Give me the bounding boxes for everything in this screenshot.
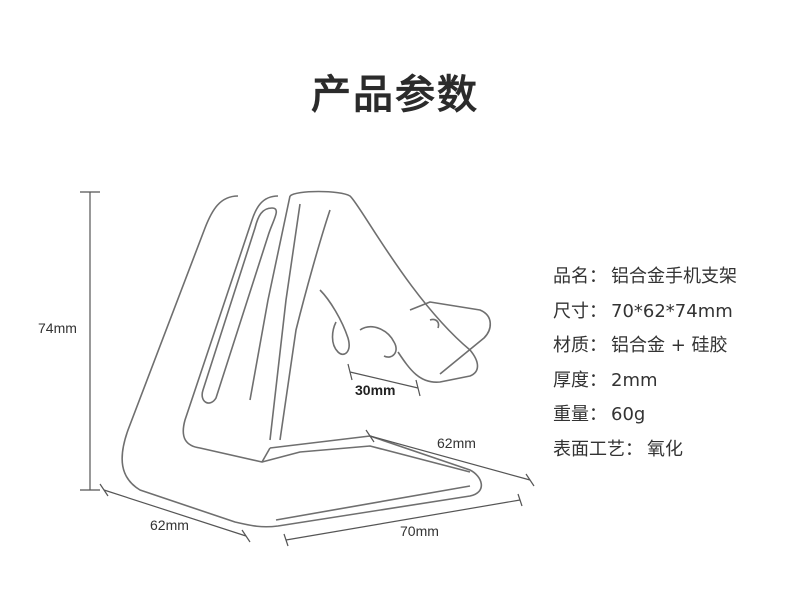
width-dimension-label: 70mm: [400, 523, 439, 539]
dimension-lines: [80, 191, 535, 547]
page-title: 产品参数: [311, 72, 479, 118]
spec-value: 60g: [611, 404, 646, 425]
spec-label: 厚度：: [553, 369, 607, 391]
spec-row-thickness: 厚度：2mm: [553, 366, 737, 401]
spec-row-material: 材质：铝合金 + 硅胶: [553, 331, 737, 366]
height-dimension-label: 74mm: [38, 320, 77, 336]
spec-list: 品名：铝合金手机支架 尺寸：70*62*74mm 材质：铝合金 + 硅胶 厚度：…: [553, 262, 737, 469]
spec-label: 尺寸：: [553, 300, 607, 322]
spec-value: 铝合金 + 硅胶: [611, 335, 728, 356]
spec-value: 70*62*74mm: [611, 300, 733, 322]
left-depth-dimension-label: 62mm: [150, 517, 189, 533]
spec-label: 材质：: [553, 335, 607, 356]
spec-value: 2mm: [611, 369, 658, 391]
spec-row-size: 尺寸：70*62*74mm: [553, 297, 737, 332]
slot-dimension-label: 30mm: [355, 382, 395, 398]
spec-label: 表面工艺：: [553, 438, 643, 460]
spec-row-finish: 表面工艺：氧化: [553, 435, 737, 470]
spec-row-name: 品名：铝合金手机支架: [553, 262, 737, 297]
spec-value: 铝合金手机支架: [611, 266, 737, 287]
right-depth-dimension-label: 62mm: [437, 435, 476, 451]
spec-label: 重量：: [553, 404, 607, 425]
stand-outline: [121, 190, 492, 528]
spec-value: 氧化: [647, 438, 683, 460]
spec-label: 品名：: [553, 266, 607, 287]
spec-row-weight: 重量：60g: [553, 400, 737, 435]
